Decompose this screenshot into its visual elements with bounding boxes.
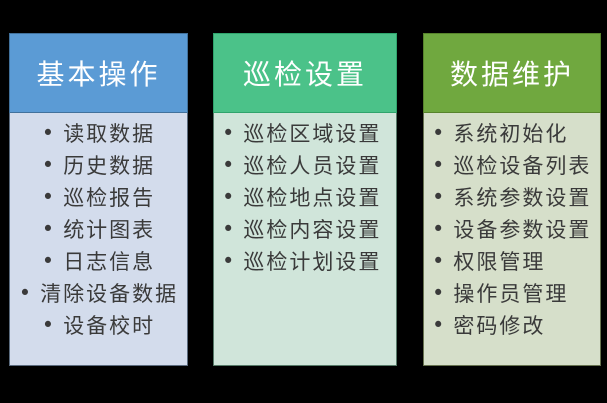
list-item: • 历史数据 bbox=[10, 149, 187, 181]
panel-basic-operations: 基本操作 • 读取数据 • 历史数据 • 巡检报告 bbox=[9, 33, 188, 366]
list-item: • 设备校时 bbox=[10, 309, 187, 341]
bullet-icon: • bbox=[41, 248, 55, 273]
bullet-icon: • bbox=[432, 280, 445, 305]
list-item: • 密码修改 bbox=[424, 309, 600, 341]
list-item-label: 统计图表 bbox=[63, 218, 156, 242]
list-item: • 巡检内容设置 bbox=[214, 213, 396, 245]
bullet-icon: • bbox=[41, 312, 55, 337]
list-item-label: 巡检计划设置 bbox=[243, 250, 382, 274]
panel-data-maintenance: 数据维护 • 系统初始化 • 巡检设备列表 • 系统参数设置 bbox=[423, 33, 601, 366]
list-item: • 巡检设备列表 bbox=[424, 149, 600, 181]
bullet-icon: • bbox=[432, 216, 445, 241]
list-item-label: 系统初始化 bbox=[453, 122, 569, 146]
list-item: • 操作员管理 bbox=[424, 277, 600, 309]
panel-data-maintenance-body: • 系统初始化 • 巡检设备列表 • 系统参数设置 • 设备参数设置 bbox=[423, 113, 601, 366]
bullet-icon: • bbox=[222, 216, 235, 241]
panel-title: 数据维护 bbox=[449, 58, 574, 91]
bullet-icon: • bbox=[222, 184, 235, 209]
panel-basic-operations-body: • 读取数据 • 历史数据 • 巡检报告 • 统计图表 bbox=[9, 113, 188, 366]
list-item-label: 巡检地点设置 bbox=[243, 186, 382, 210]
list-item: • 巡检地点设置 bbox=[214, 181, 396, 213]
list-item: • 读取数据 bbox=[10, 117, 187, 149]
bullet-icon: • bbox=[222, 120, 235, 145]
panel-title: 基本操作 bbox=[36, 58, 161, 91]
list-item: • 统计图表 bbox=[10, 213, 187, 245]
list-item-label: 权限管理 bbox=[453, 250, 546, 274]
list-item-label: 历史数据 bbox=[63, 154, 156, 178]
list-item-label: 操作员管理 bbox=[453, 282, 569, 306]
bullet-icon: • bbox=[432, 248, 445, 273]
panel-basic-operations-header: 基本操作 bbox=[9, 33, 188, 113]
bullet-icon: • bbox=[432, 184, 445, 209]
list-item-label: 巡检设备列表 bbox=[453, 154, 592, 178]
list-item-label: 巡检内容设置 bbox=[243, 218, 382, 242]
list-item: • 清除设备数据 bbox=[10, 277, 187, 309]
list-item-label: 设备参数设置 bbox=[453, 218, 592, 242]
panel-title: 巡检设置 bbox=[242, 58, 367, 91]
list-item-label: 日志信息 bbox=[63, 250, 156, 274]
list-item-label: 巡检人员设置 bbox=[243, 154, 382, 178]
bullet-icon: • bbox=[41, 120, 55, 145]
bullet-icon: • bbox=[41, 216, 55, 241]
list-item: • 巡检区域设置 bbox=[214, 117, 396, 149]
list-item: • 设备参数设置 bbox=[424, 213, 600, 245]
list-item-label: 巡检报告 bbox=[63, 186, 156, 210]
list-item-label: 密码修改 bbox=[453, 314, 546, 338]
panel-inspection-settings: 巡检设置 • 巡检区域设置 • 巡检人员设置 • 巡检地点设置 bbox=[213, 33, 397, 366]
bullet-icon: • bbox=[41, 152, 55, 177]
panel-inspection-settings-header: 巡检设置 bbox=[213, 33, 397, 113]
bullet-icon: • bbox=[432, 312, 445, 337]
bullet-icon: • bbox=[432, 120, 445, 145]
panel-inspection-settings-body: • 巡检区域设置 • 巡检人员设置 • 巡检地点设置 • 巡检内容设置 bbox=[213, 113, 397, 366]
list-item: • 巡检计划设置 bbox=[214, 245, 396, 277]
list-item-label: 清除设备数据 bbox=[40, 282, 179, 306]
list-item: • 系统初始化 bbox=[424, 117, 600, 149]
list-item: • 系统参数设置 bbox=[424, 181, 600, 213]
list-item: • 权限管理 bbox=[424, 245, 600, 277]
bullet-icon: • bbox=[18, 280, 32, 305]
list-item-label: 巡检区域设置 bbox=[243, 122, 382, 146]
panel-data-maintenance-header: 数据维护 bbox=[423, 33, 601, 113]
list-item: • 巡检报告 bbox=[10, 181, 187, 213]
list-item: • 巡检人员设置 bbox=[214, 149, 396, 181]
list-item-label: 读取数据 bbox=[63, 122, 156, 146]
bullet-icon: • bbox=[222, 248, 235, 273]
bullet-icon: • bbox=[432, 152, 445, 177]
list-item-label: 系统参数设置 bbox=[453, 186, 592, 210]
bullet-icon: • bbox=[41, 184, 55, 209]
list-item: • 日志信息 bbox=[10, 245, 187, 277]
list-item-label: 设备校时 bbox=[63, 314, 156, 338]
bullet-icon: • bbox=[222, 152, 235, 177]
